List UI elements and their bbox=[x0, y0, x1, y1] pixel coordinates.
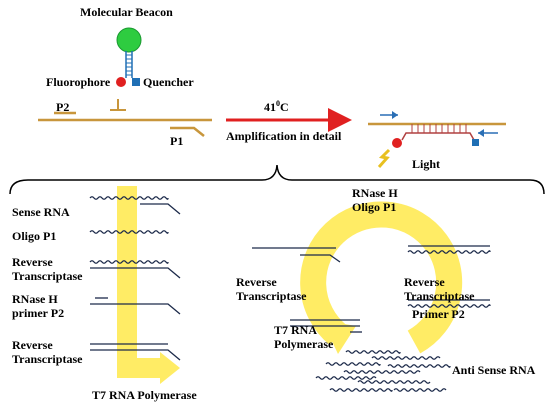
anti-sense-wave bbox=[371, 356, 441, 360]
rt-right-label-2: Transcriptase bbox=[404, 289, 475, 303]
reaction-arrow-group: 410C Amplification in detail bbox=[226, 99, 352, 143]
step-sense-rna: Sense RNA bbox=[12, 205, 70, 219]
amplification-label: Amplification in detail bbox=[226, 129, 342, 143]
rt-left-label-1: Reverse bbox=[236, 275, 277, 289]
quencher-square bbox=[132, 78, 140, 86]
t7-polymerase-label: T7 RNA Polymerase bbox=[92, 388, 197, 402]
fluorophore-dot-open bbox=[392, 138, 402, 148]
cycle-strands bbox=[252, 245, 491, 333]
curly-brace bbox=[9, 164, 545, 195]
rt-left-label-2: Transcriptase bbox=[236, 289, 307, 303]
cycle-labels: RNase H Oligo P1 Reverse Transcriptase R… bbox=[236, 186, 536, 377]
anti-sense-wave bbox=[357, 380, 431, 384]
oligo-p1-wave bbox=[89, 230, 169, 234]
sense-rna-wave bbox=[89, 196, 169, 200]
fluorophore-label: Fluorophore bbox=[46, 75, 111, 89]
anti-sense-rna-waves bbox=[315, 350, 451, 392]
anti-sense-label: Anti Sense RNA bbox=[452, 363, 536, 377]
anti-sense-wave bbox=[393, 388, 447, 392]
light-label: Light bbox=[412, 157, 440, 171]
left-yellow-arrow bbox=[117, 186, 180, 384]
open-beacon bbox=[401, 132, 475, 141]
cycle-ring bbox=[300, 201, 463, 354]
rnase-h-label-2: Oligo P1 bbox=[352, 200, 396, 214]
anti-sense-wave bbox=[329, 388, 393, 392]
molecular-beacon: Molecular Beacon Fluorophore Quencher bbox=[46, 5, 194, 89]
rt-wave bbox=[89, 260, 169, 264]
rt-right-label-1: Reverse bbox=[404, 275, 445, 289]
cycle-arrow bbox=[300, 201, 463, 354]
rnase-h-label-1: RNase H bbox=[352, 186, 398, 200]
t7-cycle-label-1: T7 RNA bbox=[274, 323, 317, 337]
t7-cycle-label-2: Polymerase bbox=[274, 337, 334, 351]
anti-sense-wave bbox=[343, 370, 421, 374]
step-rt-2a: Reverse bbox=[12, 338, 53, 352]
anti-sense-wave bbox=[325, 362, 381, 366]
quencher-square-open bbox=[472, 139, 479, 146]
p1-label: P1 bbox=[170, 134, 183, 148]
step-oligo-p1: Oligo P1 bbox=[12, 229, 56, 243]
left-step-labels: Sense RNA Oligo P1 Reverse Transcriptase… bbox=[12, 205, 197, 402]
primer-p2-label: Primer P2 bbox=[412, 307, 465, 321]
quencher-label: Quencher bbox=[143, 75, 194, 89]
step-rt-1a: Reverse bbox=[12, 255, 53, 269]
step-rnase-h-b: primer P2 bbox=[12, 306, 64, 320]
hybridized-beacon: Light bbox=[368, 111, 506, 171]
beacon-loop bbox=[116, 27, 142, 53]
left-strands bbox=[89, 196, 181, 361]
beacon-title: Molecular Beacon bbox=[80, 5, 173, 19]
anti-sense-wave bbox=[387, 364, 451, 368]
fluorophore-dot bbox=[116, 77, 126, 87]
step-rt-1b: Transcriptase bbox=[12, 269, 83, 283]
temperature-label: 410C bbox=[264, 99, 289, 114]
anti-sense-wave bbox=[315, 376, 377, 380]
primer-p1 bbox=[170, 126, 205, 137]
step-rnase-h-a: RNase H bbox=[12, 292, 58, 306]
step-rt-2b: Transcriptase bbox=[12, 352, 83, 366]
light-bolt-icon bbox=[377, 148, 391, 168]
target-strand-group: P2 P1 bbox=[38, 99, 212, 148]
anti-sense-wave bbox=[345, 350, 401, 354]
p2-label: P2 bbox=[56, 100, 69, 114]
